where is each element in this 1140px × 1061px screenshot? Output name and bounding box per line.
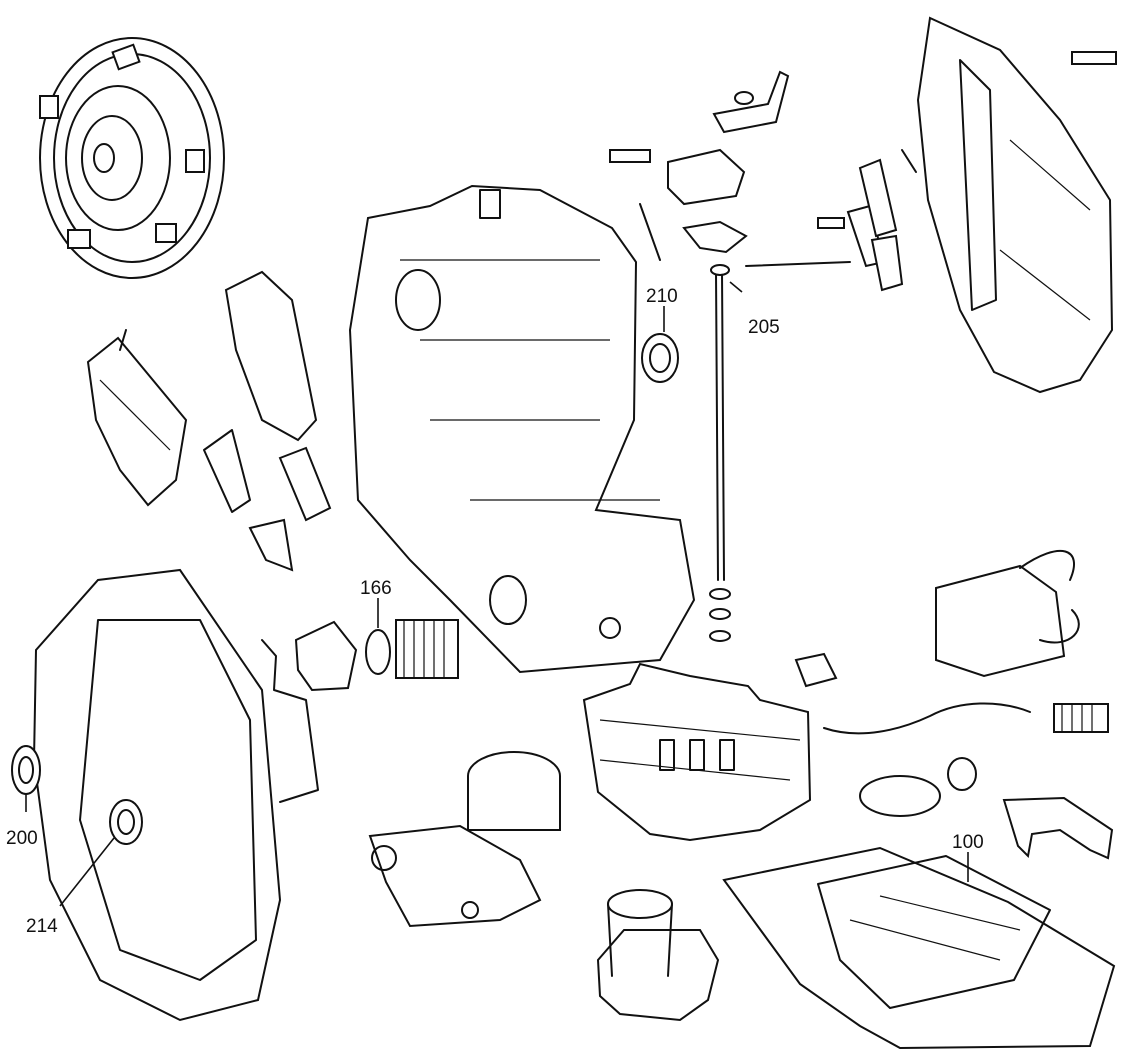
callout-214: 214 — [26, 916, 58, 937]
seal-210 — [641, 333, 679, 383]
callout-205: 205 — [748, 317, 780, 338]
callout-100: 100 — [952, 832, 984, 853]
extension-cover — [596, 889, 720, 1022]
dipstick-assembly — [682, 220, 748, 642]
seal-200 — [11, 745, 41, 795]
leader-lines — [25, 281, 969, 907]
valve-body — [582, 662, 812, 842]
callout-166: 166 — [360, 578, 392, 599]
callout-200: 200 — [6, 828, 38, 849]
sensor-bracket-group — [609, 70, 851, 267]
oil-cooler — [794, 550, 1080, 688]
rear-housing — [916, 16, 1117, 394]
brake-band-with-spring — [203, 270, 332, 572]
oil-pan-100 — [722, 846, 1116, 1050]
bell-housing — [32, 568, 282, 1022]
torque-converter — [39, 37, 225, 279]
brake-band-small — [86, 329, 188, 507]
main-housing — [348, 184, 696, 674]
wiring-harness — [823, 702, 1109, 817]
filter-166 — [261, 619, 459, 803]
callout-210: 210 — [646, 286, 678, 307]
mounting-bracket — [1002, 796, 1114, 860]
selector-levers — [817, 149, 917, 292]
oil-pump — [368, 751, 561, 928]
